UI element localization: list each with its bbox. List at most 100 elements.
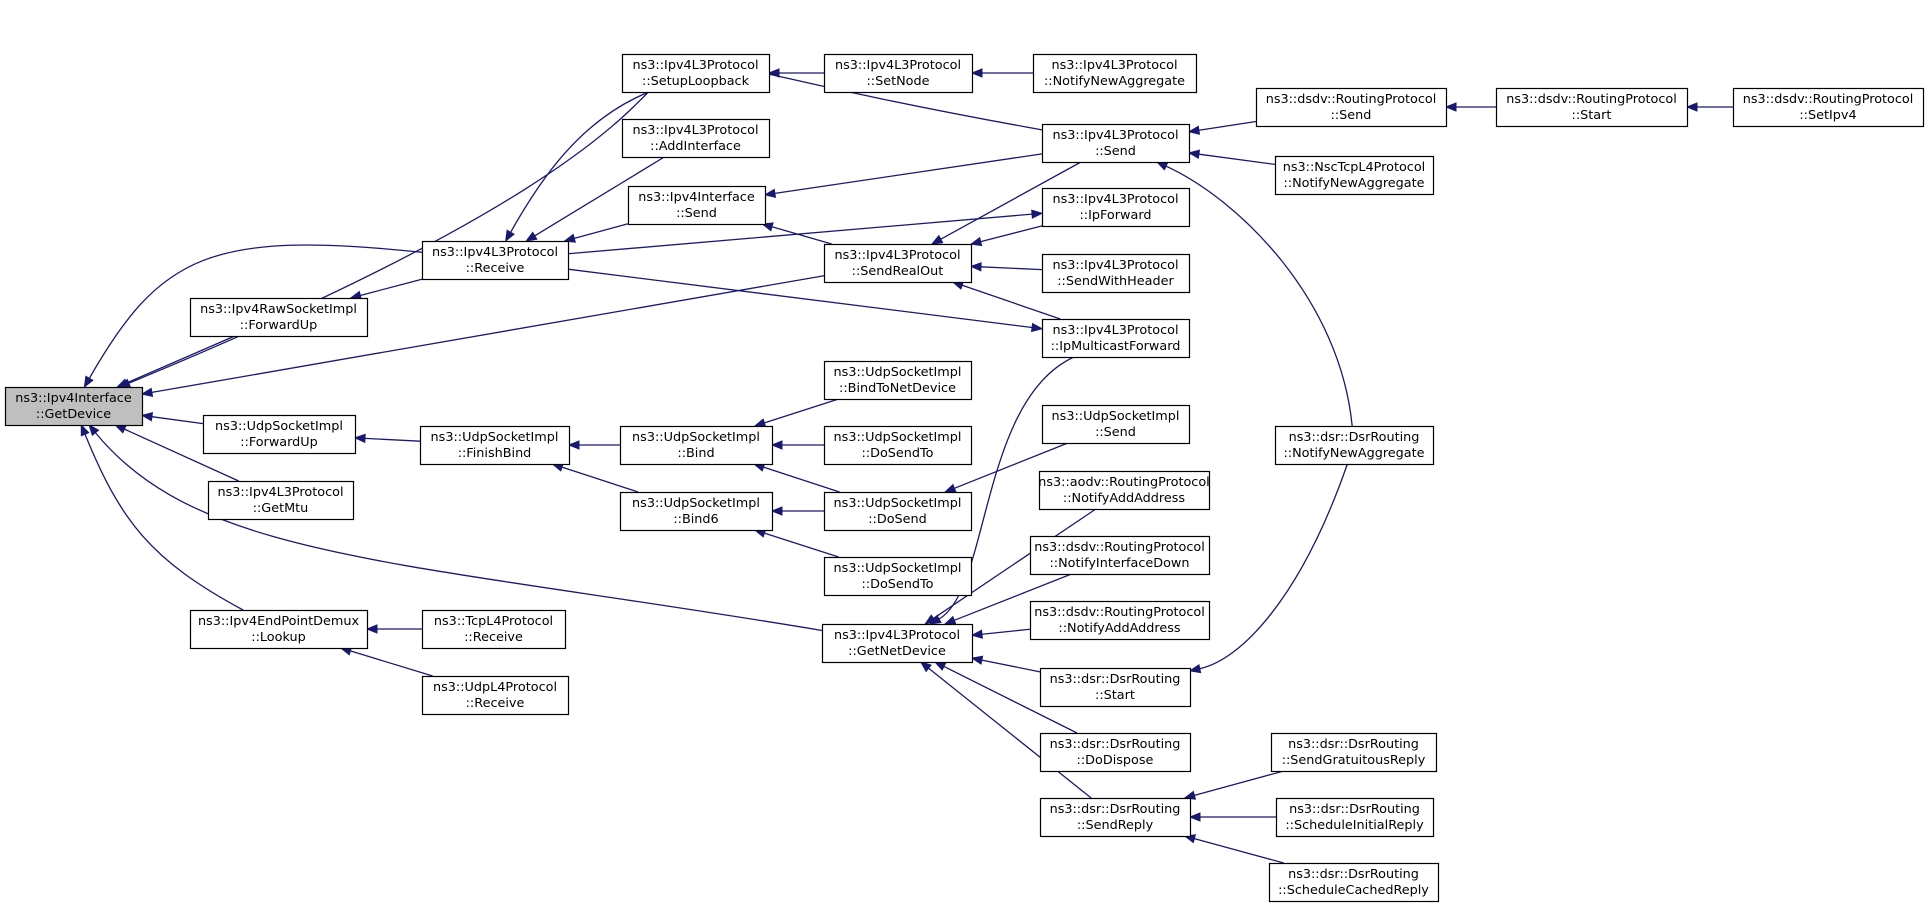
node-dsdv-send[interactable]: ns3::dsdv::RoutingProtocol::Send (1255, 87, 1448, 128)
node-udpl4-receive[interactable]: ns3::UdpL4Protocol::Receive (421, 675, 570, 716)
node-ipv4l3-sendwithheader[interactable]: ns3::Ipv4L3Protocol::SendWithHeader (1041, 253, 1191, 294)
node-box (823, 425, 973, 466)
edge-line (151, 275, 825, 394)
node-udpsock-dosendto1[interactable]: ns3::UdpSocketImpl::DoSendTo (823, 425, 973, 466)
edge-arrowhead (1030, 322, 1044, 333)
edge-line (510, 91, 650, 233)
node-udpsock-bind6[interactable]: ns3::UdpSocketImpl::Bind6 (619, 491, 774, 532)
edge-ipv4l3-getnetdevice-to-root (88, 423, 823, 632)
node-root[interactable]: ns3::Ipv4Interface::GetDevice (4, 386, 144, 427)
node-ipv4l3-send[interactable]: ns3::Ipv4L3Protocol::Send (1041, 123, 1191, 164)
node-ipv4l3-sendrealout[interactable]: ns3::Ipv4L3Protocol::SendRealOut (823, 243, 973, 284)
node-label-line2: ::ForwardUp (240, 318, 318, 333)
edge-line (980, 266, 1043, 271)
node-ipv4iface-send[interactable]: ns3::Ipv4Interface::Send (627, 185, 767, 226)
edge-arrowhead (969, 236, 983, 247)
node-dsdv-notifyinterfacedown[interactable]: ns3::dsdv::RoutingProtocol::NotifyInterf… (1029, 535, 1211, 576)
node-label-line1: ns3::Ipv4L3Protocol (1053, 192, 1179, 207)
node-label-line2: ::Send (1095, 425, 1136, 440)
node-udpsock-finishbind[interactable]: ns3::UdpSocketImpl::FinishBind (419, 425, 571, 466)
edge-udpsock-bind6-to-udpsock-finishbind (551, 462, 639, 493)
node-dsr-start[interactable]: ns3::dsr::DsrRouting::Start (1039, 667, 1192, 708)
node-dsr-sendreply[interactable]: ns3::dsr::DsrRouting::SendReply (1039, 797, 1192, 838)
node-box (627, 185, 767, 226)
node-label-line2: ::AddInterface (650, 139, 741, 154)
node-label-line1: ns3::Ipv4Interface (638, 190, 755, 205)
node-label-line2: ::Send (1331, 108, 1372, 123)
node-ipv4l3-ipmulticastforward[interactable]: ns3::Ipv4L3Protocol::IpMulticastForward (1041, 318, 1191, 359)
edge-ipv4ep-lookup-to-root (80, 423, 244, 611)
node-label-line1: ns3::aodv::RoutingProtocol (1038, 475, 1209, 490)
node-label-line1: ns3::NscTcpL4Protocol (1283, 160, 1425, 175)
node-label-line1: ns3::UdpSocketImpl (632, 496, 760, 511)
node-box (1041, 318, 1191, 359)
edge-ipv4l3-send-to-root (118, 60, 1043, 388)
edge-dsr-notifynewaggregate-to-ipv4l3-send (1155, 161, 1353, 427)
node-udpsock-send[interactable]: ns3::UdpSocketImpl::Send (1041, 404, 1191, 445)
node-udpsock-bindtonetdevice[interactable]: ns3::UdpSocketImpl::BindToNetDevice (823, 360, 973, 401)
node-tcpl4-receive[interactable]: ns3::TcpL4Protocol::Receive (421, 609, 567, 650)
node-udpsock-dosend[interactable]: ns3::UdpSocketImpl::DoSend (823, 491, 973, 532)
edge-line (567, 213, 1033, 255)
node-dsr-dodispose[interactable]: ns3::dsr::DsrRouting::DoDispose (1039, 732, 1192, 773)
node-ipv4l3-getnetdevice[interactable]: ns3::Ipv4L3Protocol::GetNetDevice (821, 623, 974, 664)
edge-line (940, 161, 1082, 240)
node-box (1275, 797, 1435, 838)
edge-arrowhead (970, 629, 983, 639)
node-label-line2: ::SendRealOut (852, 264, 944, 279)
node-udpsock-bind[interactable]: ns3::UdpSocketImpl::Bind (619, 425, 774, 466)
node-dsdv-start[interactable]: ns3::dsdv::RoutingProtocol::Start (1495, 87, 1689, 128)
edge-arrowhead (969, 262, 982, 272)
edge-udpsock-dosend-to-udpsock-bind6 (770, 506, 824, 516)
node-ipv4l3-setuploopback[interactable]: ns3::Ipv4L3Protocol::SetupLoopback (621, 53, 771, 94)
node-label-line1: ns3::dsr::DsrRouting (1289, 430, 1420, 445)
edge-line (561, 466, 639, 493)
edge-line (151, 416, 204, 425)
edge-line (84, 434, 244, 611)
node-ipv4ep-lookup[interactable]: ns3::Ipv4EndPointDemux::Lookup (189, 609, 369, 650)
edge-line (980, 225, 1043, 243)
node-label-line1: ns3::dsr::DsrRouting (1288, 737, 1419, 752)
node-label-line2: ::Receive (464, 630, 523, 645)
node-udpsock-forwardup[interactable]: ns3::UdpSocketImpl::ForwardUp (202, 414, 357, 455)
node-label-line2: ::SendWithHeader (1057, 274, 1174, 289)
node-box (419, 425, 571, 466)
edge-ipv4l3-ipforward-to-ipv4l3-sendrealout (969, 225, 1043, 247)
edge-udpsock-forwardup-to-root (140, 412, 204, 425)
node-box (1041, 187, 1191, 228)
edge-arrowhead (525, 231, 538, 242)
node-ipv4raw-forwardup[interactable]: ns3::Ipv4RawSocketImpl::ForwardUp (189, 297, 369, 338)
edge-arrowhead (563, 233, 576, 243)
node-label-line1: ns3::TcpL4Protocol (434, 614, 553, 629)
node-dsr-notifynewaggregate[interactable]: ns3::dsr::DsrRouting::NotifyNewAggregate (1274, 425, 1435, 466)
node-ipv4l3-setnode[interactable]: ns3::Ipv4L3Protocol::SetNode (823, 53, 974, 94)
node-box (1039, 732, 1192, 773)
node-aodv-notifyaddaddress[interactable]: ns3::aodv::RoutingProtocol::NotifyAddAdd… (1038, 470, 1211, 511)
node-box (1274, 155, 1435, 196)
node-ipv4l3-ipforward[interactable]: ns3::Ipv4L3Protocol::IpForward (1041, 187, 1191, 228)
node-label-line2: ::SetNode (866, 74, 929, 89)
node-nsctcp-notifynewaggregate[interactable]: ns3::NscTcpL4Protocol::NotifyNewAggregat… (1274, 155, 1435, 196)
node-label-line1: ns3::UdpSocketImpl (834, 496, 962, 511)
node-label-line1: ns3::Ipv4RawSocketImpl (200, 302, 357, 317)
node-ipv4l3-getmtu[interactable]: ns3::Ipv4L3Protocol::GetMtu (207, 480, 355, 521)
node-box (189, 297, 369, 338)
edge-arrowhead (114, 424, 127, 434)
node-ipv4l3-receive[interactable]: ns3::Ipv4L3Protocol::Receive (421, 240, 570, 281)
node-dsdv-setipv4[interactable]: ns3::dsdv::RoutingProtocol::SetIpv4 (1732, 87, 1925, 128)
edge-ipv4l3-sendrealout-to-ipv4iface-send (761, 222, 832, 245)
node-label-line2: ::DoDispose (1077, 753, 1154, 768)
node-ipv4l3-addinterface[interactable]: ns3::Ipv4L3Protocol::AddInterface (621, 118, 771, 159)
node-dsdv-notifyaddaddress[interactable]: ns3::dsdv::RoutingProtocol::NotifyAddAdd… (1029, 600, 1211, 641)
edge-ipv4l3-notifynewaggregate-to-ipv4l3-setnode (970, 68, 1033, 78)
node-dsr-sendgratuitousreply[interactable]: ns3::dsr::DsrRouting::SendGratuitousRepl… (1270, 732, 1438, 773)
node-udpsock-dosendto2[interactable]: ns3::UdpSocketImpl::DoSendTo (823, 556, 973, 597)
edge-arrowhead (567, 440, 580, 450)
node-label-line1: ns3::dsr::DsrRouting (1050, 802, 1181, 817)
node-ipv4l3-notifynewaggregate[interactable]: ns3::Ipv4L3Protocol::NotifyNewAggregate (1032, 53, 1198, 94)
node-dsr-schedulecachedreply[interactable]: ns3::dsr::DsrRouting::ScheduleCachedRepl… (1268, 862, 1440, 903)
node-dsr-scheduleinitialreply[interactable]: ns3::dsr::DsrRouting::ScheduleInitialRep… (1275, 797, 1435, 838)
node-label-line2: ::DoSendTo (861, 577, 933, 592)
edge-line (961, 284, 1061, 320)
